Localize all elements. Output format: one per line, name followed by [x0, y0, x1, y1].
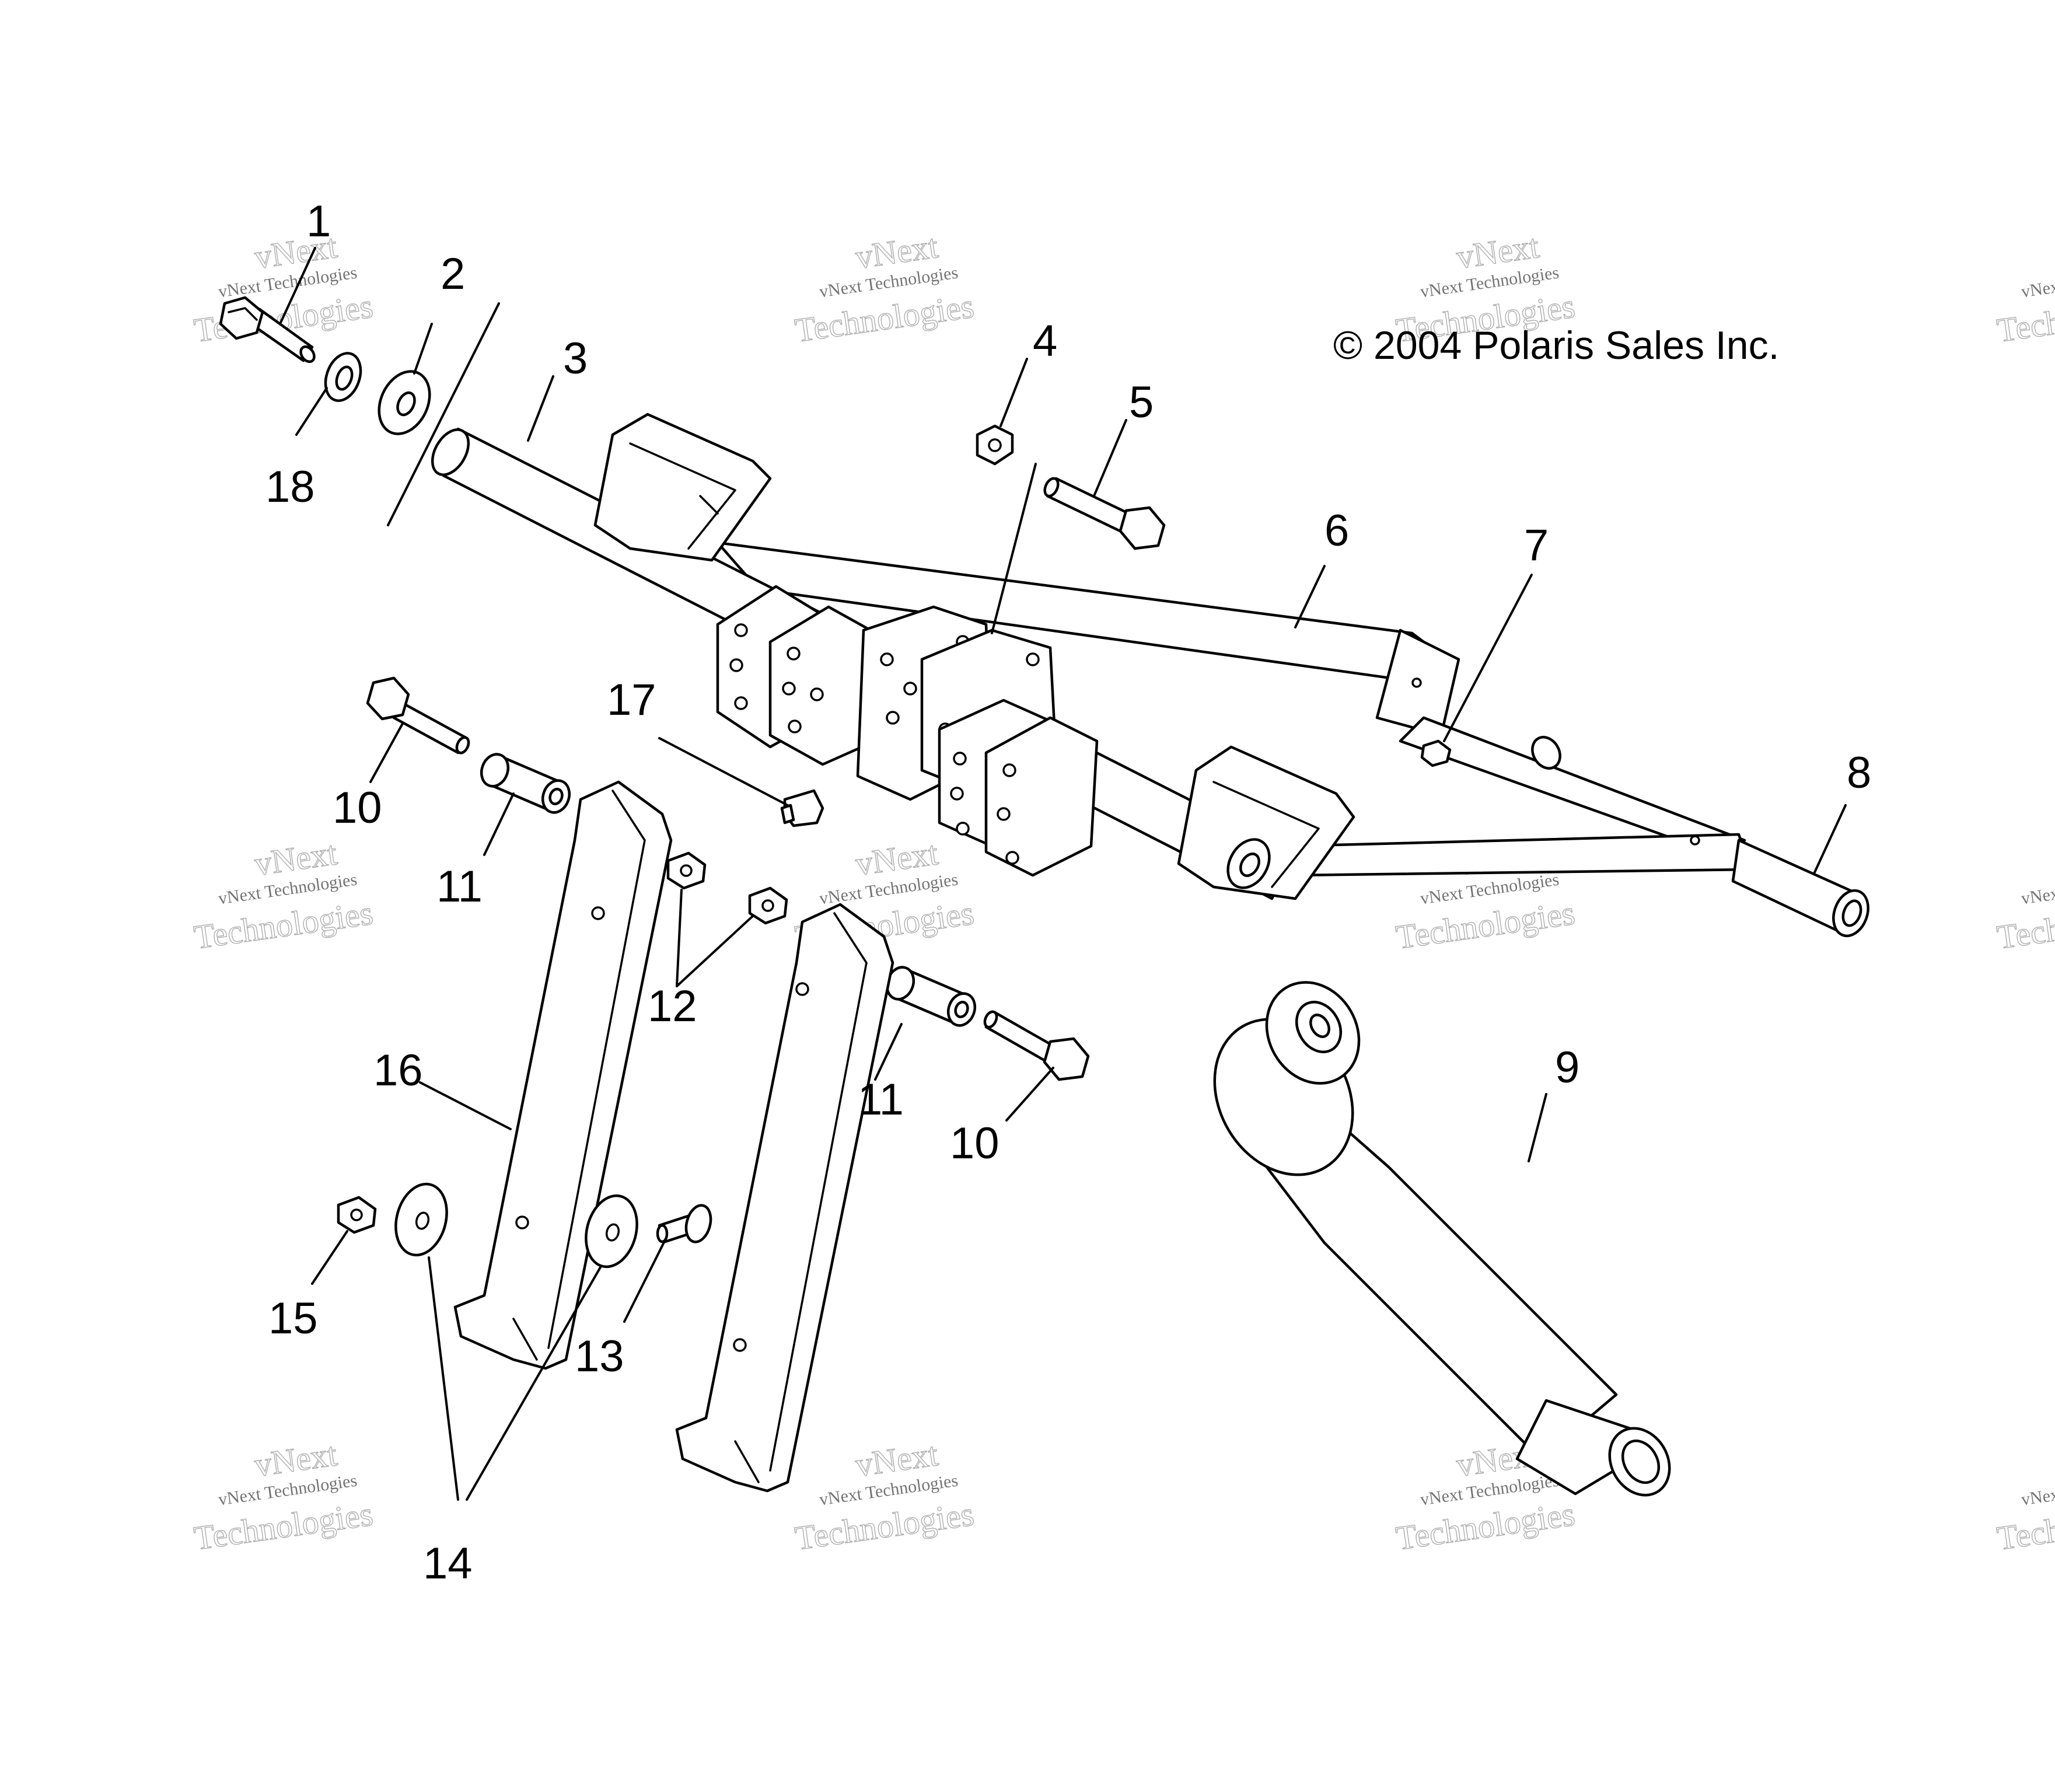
part-14-washers	[394, 1182, 638, 1269]
watermark-caption: vNext Technologies	[2020, 869, 2055, 908]
callout-8: 8	[1847, 748, 1871, 798]
callout-6: 6	[1324, 506, 1349, 556]
watermark-caption: vNext Technologies	[2020, 263, 2055, 301]
part-15-nut	[337, 1196, 377, 1234]
callout-10-left: 10	[333, 783, 382, 833]
callout-11-right: 11	[858, 1075, 904, 1124]
callout-17: 17	[607, 675, 656, 725]
watermark: vNext Technologies vNext Technologies	[1994, 226, 2055, 350]
watermark: vNext Technologies vNext Technologies	[191, 833, 376, 956]
rail-guide-bracket-right	[1177, 745, 1355, 900]
watermark: vNext Technologies vNext Technologies	[1994, 833, 2055, 956]
callout-18: 18	[265, 462, 315, 512]
watermark-caption: vNext Technologies	[2020, 1470, 2055, 1509]
part-2-washer	[378, 370, 431, 435]
callout-3: 3	[563, 334, 588, 383]
watermark: vNext Technologies vNext Technologies	[792, 1434, 977, 1557]
callout-9: 9	[1555, 1043, 1579, 1092]
callout-labels: 1 2 3 4 5 6 7 8 9 10 10 11 11 12 13 14 1…	[265, 197, 1871, 1588]
part-10-bolt-left	[366, 676, 470, 754]
callout-10-right: 10	[950, 1119, 999, 1168]
part-11-spacer-right	[885, 966, 977, 1027]
part-8-shaft-end	[1731, 839, 1869, 938]
copyright-notice: © 2004 Polaris Sales Inc.	[1333, 323, 1780, 368]
callout-1: 1	[306, 197, 331, 246]
callout-14: 14	[423, 1539, 473, 1588]
part-18-washer	[324, 352, 362, 402]
callout-4: 4	[1033, 316, 1057, 366]
part-7-grease-fitting	[1420, 739, 1452, 767]
part-1-bolt	[219, 296, 316, 364]
alignment-lines	[387, 302, 1037, 634]
callout-16: 16	[373, 1046, 423, 1095]
part-4-nut	[976, 424, 1014, 466]
callout-2: 2	[441, 249, 465, 299]
part-5-bolt	[1043, 477, 1166, 550]
rail-guide-bracket-left	[593, 413, 772, 562]
callout-5: 5	[1129, 378, 1154, 427]
leader-lines	[279, 247, 1847, 1501]
callout-11-left: 11	[436, 862, 483, 911]
link-arm-right	[675, 903, 894, 1493]
part-11-spacer-left	[480, 753, 571, 814]
part-10-bolt-right	[983, 1010, 1090, 1081]
part-13-pin	[656, 1204, 712, 1243]
callout-13: 13	[575, 1332, 624, 1381]
callout-15: 15	[268, 1294, 318, 1343]
callout-7: 7	[1524, 521, 1549, 570]
part-12-nuts	[666, 851, 788, 925]
part-17-grease-fitting	[780, 789, 824, 827]
watermark: vNext Technologies vNext Technologies	[792, 226, 977, 350]
part-16-link-arm-left	[453, 780, 673, 1370]
watermark: vNext Technologies vNext Technologies	[1994, 1434, 2055, 1557]
watermark: vNext Technologies vNext Technologies	[191, 1434, 376, 1557]
callout-12: 12	[648, 981, 697, 1031]
shaft-mounting-plates	[716, 585, 1099, 877]
part-9-shock-absorber	[1213, 981, 1671, 1497]
